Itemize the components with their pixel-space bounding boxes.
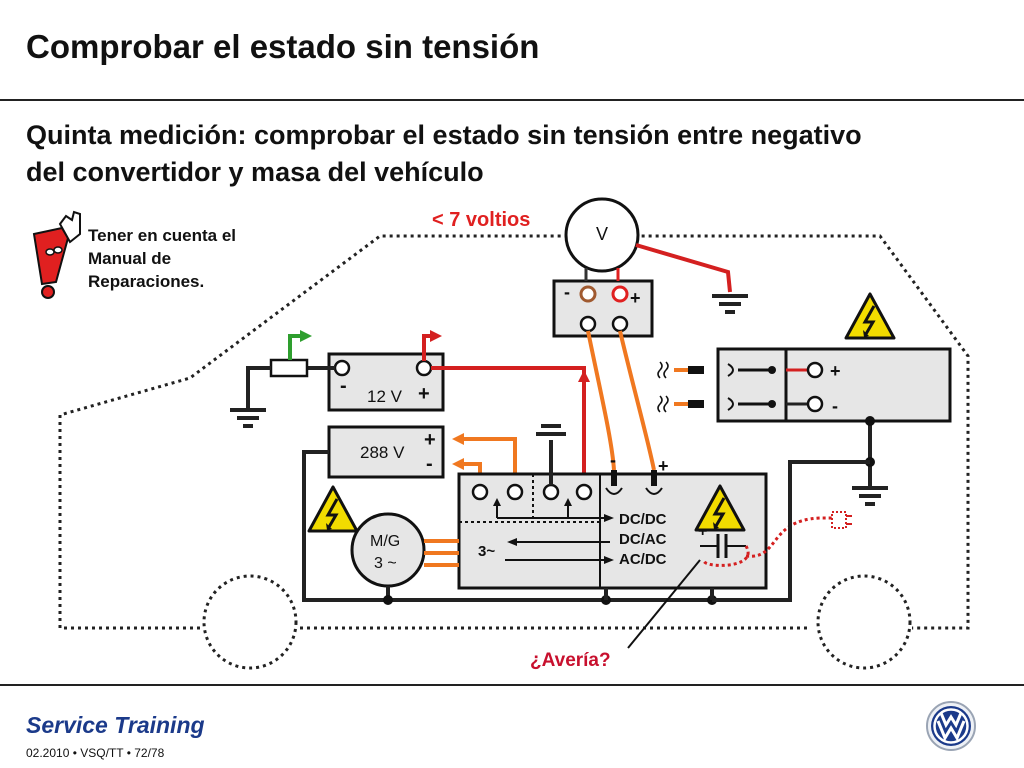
high-voltage-warning-icon [844,292,896,340]
note-line-2: Manual de [88,249,172,268]
voltmeter-dial [564,197,640,273]
converter-minus-terminal: - [610,450,616,470]
converter-dcac: DC/AC [619,531,667,548]
battery-288v-plus: + [424,429,436,451]
fault-pointer-line [627,559,701,649]
footer-brand: Service Training [26,712,205,738]
hv-ground-loop [302,450,720,602]
meter-terminal-block [552,279,654,338]
rear-wheel [816,574,912,670]
high-voltage-warning-icon [307,485,359,533]
capacitor-plus: + [698,523,707,540]
probe-lead-minus [586,330,616,471]
subtitle-line-1: Quinta medición: comprobar el estado sin… [26,120,862,150]
voltmeter-symbol: V [596,224,608,244]
meter-plus-terminal [611,285,629,303]
converter-acdc: AC/DC [619,551,667,568]
slide-subtitle: Quinta medición: comprobar el estado sin… [26,117,1016,191]
note-line-3: Reparaciones. [88,272,205,291]
note-line-1: Tener en cuenta el [88,226,237,245]
header-divider [0,99,1024,101]
fault-connector-icon [831,511,852,529]
battery-288v-minus: - [426,453,433,475]
component-plus: + [830,361,841,381]
battery-12v-plus-wire [431,366,586,474]
component-minus: - [832,396,838,416]
meter-minus-sign: - [564,282,570,302]
vehicle-outline [58,234,970,630]
ground-symbol-icon [710,294,750,314]
battery-288v-label: 288 V [360,443,405,462]
phase-label: 3~ [478,543,495,560]
subtitle-line-2: del convertidor y masa del vehículo [26,157,484,187]
converter-dcdc: DC/DC [619,511,667,528]
meter-minus-terminal [579,285,597,303]
vw-logo-icon [926,701,976,751]
fault-path [702,516,832,567]
converter-plus-terminal: + [658,456,669,476]
probe-lead-plus [618,330,656,471]
footer-divider [0,684,1024,686]
footer-slide-info: 02.2010 • VSQ/TT • 72/78 [26,746,165,760]
fault-label: ¿Avería? [530,650,611,671]
battery-12v-label: 12 V [367,387,403,406]
motor-generator [350,512,426,588]
resistor [269,358,309,378]
meter-plus-sign: + [630,288,641,308]
front-wheel [202,574,298,670]
motor-label-2: 3 ~ [374,555,397,572]
battery-12v-plus: + [418,383,430,405]
page-title: Comprobar el estado sin tensión [26,28,540,65]
voltage-limit-label: < 7 voltios [432,209,530,231]
motor-label-1: M/G [370,533,400,550]
repair-manual-note: Tener en cuenta el Manual de Reparacione… [88,224,236,293]
meter-ground-lead [635,243,732,293]
green-sense-wire [288,334,304,360]
hv-component-box [716,347,952,423]
battery-12v-minus: - [340,375,347,397]
ground-symbol-icon [228,408,268,428]
exclamation-figure-icon [32,210,81,299]
ground-symbol-icon [850,486,890,506]
